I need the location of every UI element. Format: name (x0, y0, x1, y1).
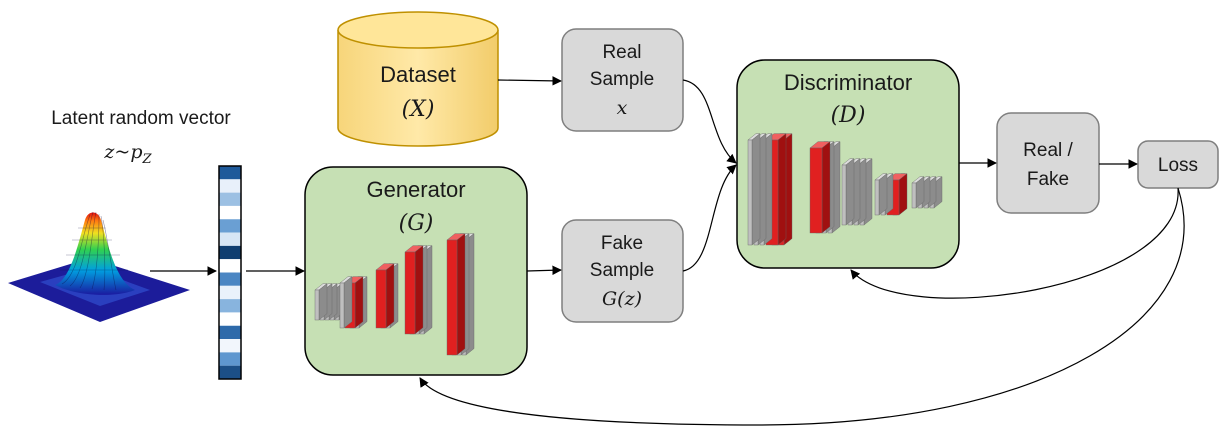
arrow-dataset-to-real (497, 76, 562, 86)
generator-layers-icon (314, 233, 475, 356)
latent-vector-cell (219, 179, 241, 193)
generator-math: (G) (399, 211, 434, 236)
dataset-label: Dataset (380, 62, 456, 87)
real-sample-line1: Real (602, 42, 641, 63)
generator-label: Generator (366, 177, 465, 202)
latent-vector-cell (219, 312, 241, 326)
latent-math: z~pZ (103, 141, 152, 167)
arrow-real-to-discriminator (682, 79, 737, 164)
latent-vector-cell (219, 232, 241, 246)
arrow-generator-to-fake (526, 265, 562, 276)
latent-vector-bar (218, 165, 242, 380)
real-fake-line2: Fake (1027, 169, 1069, 190)
latent-vector-cell (219, 259, 241, 273)
latent-math-sub: Z (142, 152, 153, 167)
dataset-math: (X) (402, 97, 435, 122)
latent-vector-cell (219, 192, 241, 206)
latent-vector-cell (219, 219, 241, 233)
loss-node: Loss (1137, 140, 1219, 189)
latent-vector-cell (219, 205, 241, 220)
discriminator-math: (D) (831, 103, 866, 128)
latent-vector-cell (219, 272, 241, 286)
real-fake-line1: Real / (1023, 140, 1073, 161)
real-sample-line2: Sample (590, 69, 654, 90)
latent-vector-cell (219, 352, 241, 366)
arrow-loss-to-discriminator (850, 187, 1179, 299)
gaussian-surface-icon (8, 211, 190, 322)
latent-vector-cell (219, 325, 241, 340)
latent-vector-cell (219, 365, 241, 379)
fake-sample-math: G(z) (602, 288, 642, 310)
latent-vector-cell (219, 339, 241, 353)
real-sample-node: Real Sample x (561, 28, 684, 132)
discriminator-block: Discriminator (D) (736, 59, 960, 269)
discriminator-layers-icon (747, 133, 943, 246)
dataset-cylinder: Dataset (X) (337, 11, 499, 147)
connector-arrows (150, 76, 1185, 426)
latent-vector-border (218, 165, 242, 380)
fake-sample-line1: Fake (601, 233, 643, 254)
loss-label: Loss (1158, 155, 1198, 176)
discriminator-label: Discriminator (784, 70, 912, 95)
generator-block: Generator (G) (304, 166, 528, 376)
latent-vector-cell (219, 285, 241, 300)
latent-label: Latent random vector (51, 108, 231, 129)
real-sample-math: x (617, 97, 628, 119)
fake-sample-node: Fake Sample G(z) (561, 219, 684, 323)
latent-vector-cell (219, 299, 241, 313)
real-fake-node: Real / Fake (996, 112, 1100, 214)
arrow-fake-to-discriminator (682, 164, 737, 272)
latent-vector-cell (219, 245, 241, 260)
latent-vector-cell (219, 166, 241, 180)
arrow-loss-to-generator (419, 187, 1185, 426)
fake-sample-line2: Sample (590, 260, 654, 281)
